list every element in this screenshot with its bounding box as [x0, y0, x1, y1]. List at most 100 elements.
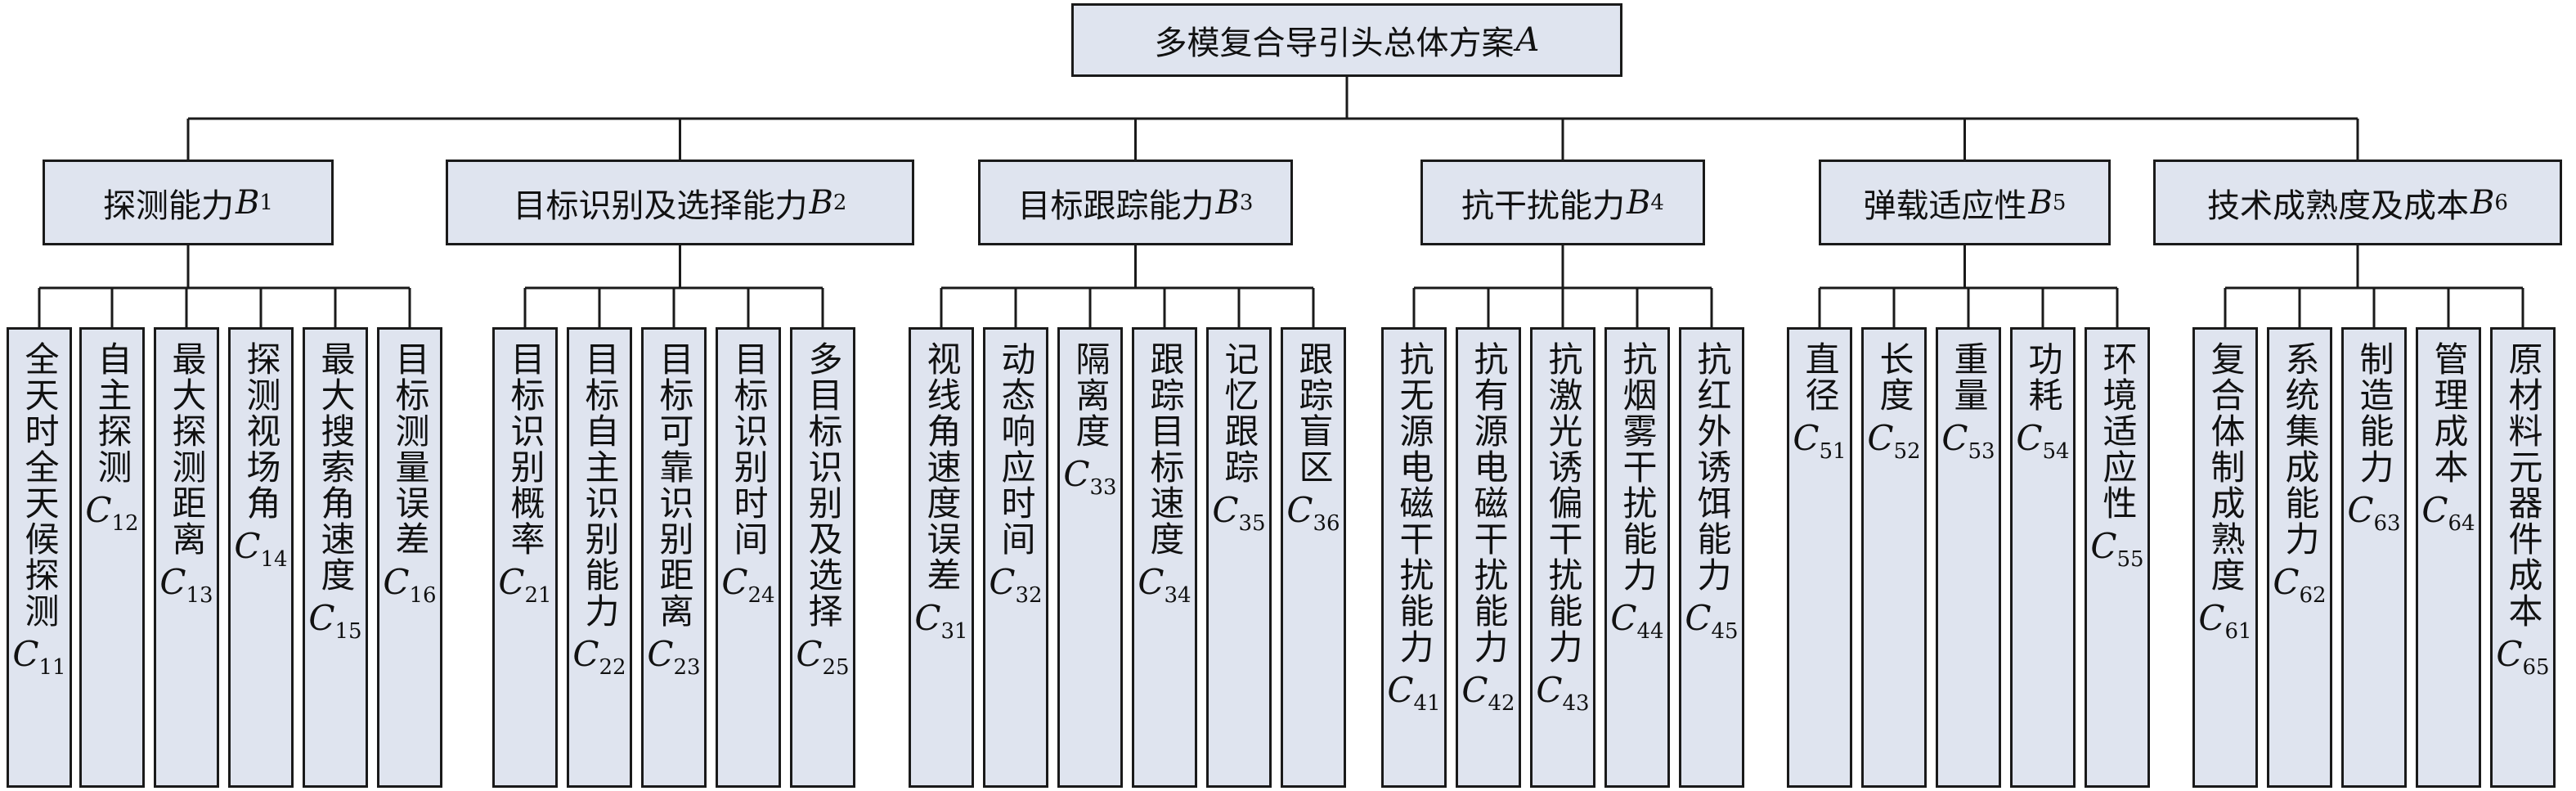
indicator-label: 目标识别时间: [729, 341, 769, 557]
indicator-code: C: [914, 598, 941, 638]
indicator-code: C: [1063, 454, 1090, 494]
indicator-code-wrap: C44: [1610, 598, 1663, 644]
indicator-subscript: 24: [747, 583, 775, 608]
indicator-label: 抗红外诱饵能力: [1692, 341, 1732, 593]
criterion-code: B: [809, 183, 833, 222]
indicator-label: 视线角速度误差: [922, 341, 962, 593]
criterion-subscript: 4: [1650, 190, 1664, 215]
indicator-label: 目标自主识别能力: [580, 341, 620, 629]
indicator-code: C: [989, 562, 1016, 602]
criterion-code: B: [236, 183, 260, 222]
indicator-code: C: [2198, 598, 2225, 638]
indicator-label: 长度: [1874, 341, 1914, 413]
indicator-code: C: [572, 634, 599, 674]
indicator-code: C: [159, 562, 186, 602]
indicator-code-wrap: C36: [1286, 490, 1340, 536]
indicator-label: 全天时全天候探测: [20, 341, 60, 629]
indicator-subscript: 11: [38, 655, 66, 680]
indicator-node: 记忆跟踪 C35: [1206, 327, 1272, 788]
indicator-subscript: 33: [1089, 475, 1117, 500]
indicator-code: C: [796, 634, 823, 674]
indicator-label: 记忆跟踪: [1219, 341, 1259, 485]
indicator-subscript: 35: [1238, 511, 1266, 536]
indicator-code-wrap: C32: [989, 562, 1042, 608]
indicator-subscript: 13: [186, 583, 213, 608]
indicator-code: C: [2421, 490, 2448, 530]
indicator-label: 抗激光诱偏干扰能力: [1543, 341, 1583, 665]
indicator-subscript: 22: [599, 655, 626, 680]
indicator-label: 隔离度: [1070, 341, 1111, 449]
indicator-label: 管理成本: [2429, 341, 2469, 485]
indicator-code-wrap: C54: [2016, 418, 2069, 464]
criterion-label: 技术成熟度及成本: [2207, 187, 2470, 225]
indicator-label: 抗烟雾干扰能力: [1618, 341, 1658, 593]
indicator-code-wrap: C25: [796, 634, 849, 680]
indicator-subscript: 61: [2224, 619, 2252, 644]
indicator-code: C: [383, 562, 410, 602]
indicator-subscript: 36: [1313, 511, 1340, 536]
indicator-subscript: 42: [1488, 691, 1515, 716]
indicator-subscript: 45: [1711, 619, 1739, 644]
indicator-node: 制造能力 C63: [2341, 327, 2407, 788]
indicator-code: C: [1610, 598, 1637, 638]
indicator-code: C: [1685, 598, 1712, 638]
indicator-subscript: 53: [1968, 439, 1995, 464]
indicator-code-wrap: C34: [1138, 562, 1191, 608]
criterion-code: B: [1627, 183, 1651, 222]
indicator-code-wrap: C53: [1941, 418, 1995, 464]
indicator-code-wrap: C64: [2421, 490, 2475, 536]
indicator-label: 制造能力: [2354, 341, 2394, 485]
indicator-subscript: 51: [1819, 439, 1847, 464]
indicator-code-wrap: C45: [1685, 598, 1738, 644]
criterion-code: B: [2028, 183, 2053, 222]
indicator-code: C: [1387, 670, 1414, 710]
indicator-subscript: 23: [673, 655, 701, 680]
criterion-subscript: 6: [2494, 190, 2508, 215]
indicator-code-wrap: C61: [2198, 598, 2251, 644]
indicator-label: 自主探测: [92, 341, 132, 485]
indicator-code: C: [2090, 526, 2117, 566]
indicator-code: C: [2496, 634, 2523, 674]
indicator-code-wrap: C52: [1867, 418, 1920, 464]
criterion-subscript: 5: [2052, 190, 2067, 215]
indicator-label: 系统集成能力: [2280, 341, 2320, 557]
indicator-code: C: [308, 598, 335, 638]
indicator-code-wrap: C65: [2496, 634, 2549, 680]
indicator-subscript: 62: [2299, 583, 2327, 608]
indicator-label: 最大探测距离: [167, 341, 207, 557]
indicator-subscript: 54: [2042, 439, 2070, 464]
indicator-code-wrap: C41: [1387, 670, 1440, 716]
criterion-label: 目标识别及选择能力: [513, 187, 808, 225]
indicator-subscript: 25: [822, 655, 850, 680]
indicator-node: 抗烟雾干扰能力 C44: [1604, 327, 1670, 788]
indicator-subscript: 34: [1164, 583, 1192, 608]
indicator-subscript: 41: [1413, 691, 1441, 716]
indicator-subscript: 16: [409, 583, 437, 608]
indicator-node: 隔离度 C33: [1057, 327, 1123, 788]
criterion-label: 探测能力: [103, 187, 235, 225]
indicator-code-wrap: C55: [2090, 526, 2143, 572]
criterion-subscript: 3: [1239, 190, 1254, 215]
indicator-subscript: 21: [524, 583, 552, 608]
indicator-subscript: 63: [2373, 511, 2401, 536]
indicator-label: 目标识别概率: [505, 341, 545, 557]
indicator-code-wrap: C35: [1212, 490, 1265, 536]
indicator-subscript: 52: [1893, 439, 1921, 464]
criterion-code: B: [1215, 183, 1240, 222]
indicator-code-wrap: C63: [2347, 490, 2400, 536]
indicator-label: 功耗: [2023, 341, 2063, 413]
